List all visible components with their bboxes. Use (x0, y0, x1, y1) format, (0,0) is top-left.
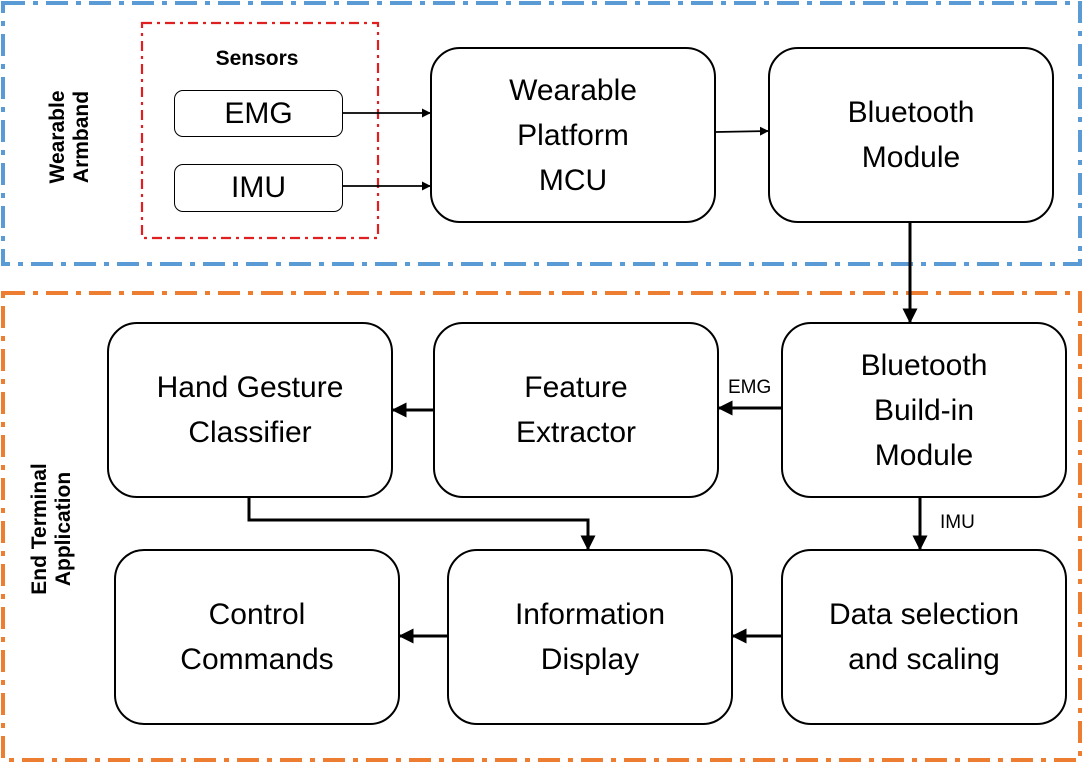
arrow-mcu-to-bluetooth (715, 126, 769, 136)
arrow-classifier-to-display (247, 498, 596, 551)
information-display-box: Information Display (447, 549, 733, 725)
end-terminal-frame (1, 291, 1082, 762)
imu-sensor-box: IMU (174, 164, 343, 212)
emg-sensor-box: EMG (174, 90, 343, 137)
emg-edge-label: EMG (728, 377, 772, 398)
bluetooth-module-box: Bluetooth Module (768, 47, 1054, 223)
bluetooth-buildin-module-box: Bluetooth Build-in Module (781, 322, 1067, 498)
hand-gesture-classifier-box: Hand Gesture Classifier (107, 322, 393, 498)
sensors-frame (140, 21, 380, 240)
sensors-label: Sensors (215, 47, 299, 70)
imu-edge-label: IMU (940, 512, 975, 533)
wearable-armband-frame (1, 1, 1082, 266)
feature-extractor-box: Feature Extractor (433, 322, 719, 498)
wearable-platform-mcu-box: Wearable Platform MCU (430, 47, 716, 223)
data-selection-scaling-box: Data selection and scaling (781, 549, 1067, 725)
